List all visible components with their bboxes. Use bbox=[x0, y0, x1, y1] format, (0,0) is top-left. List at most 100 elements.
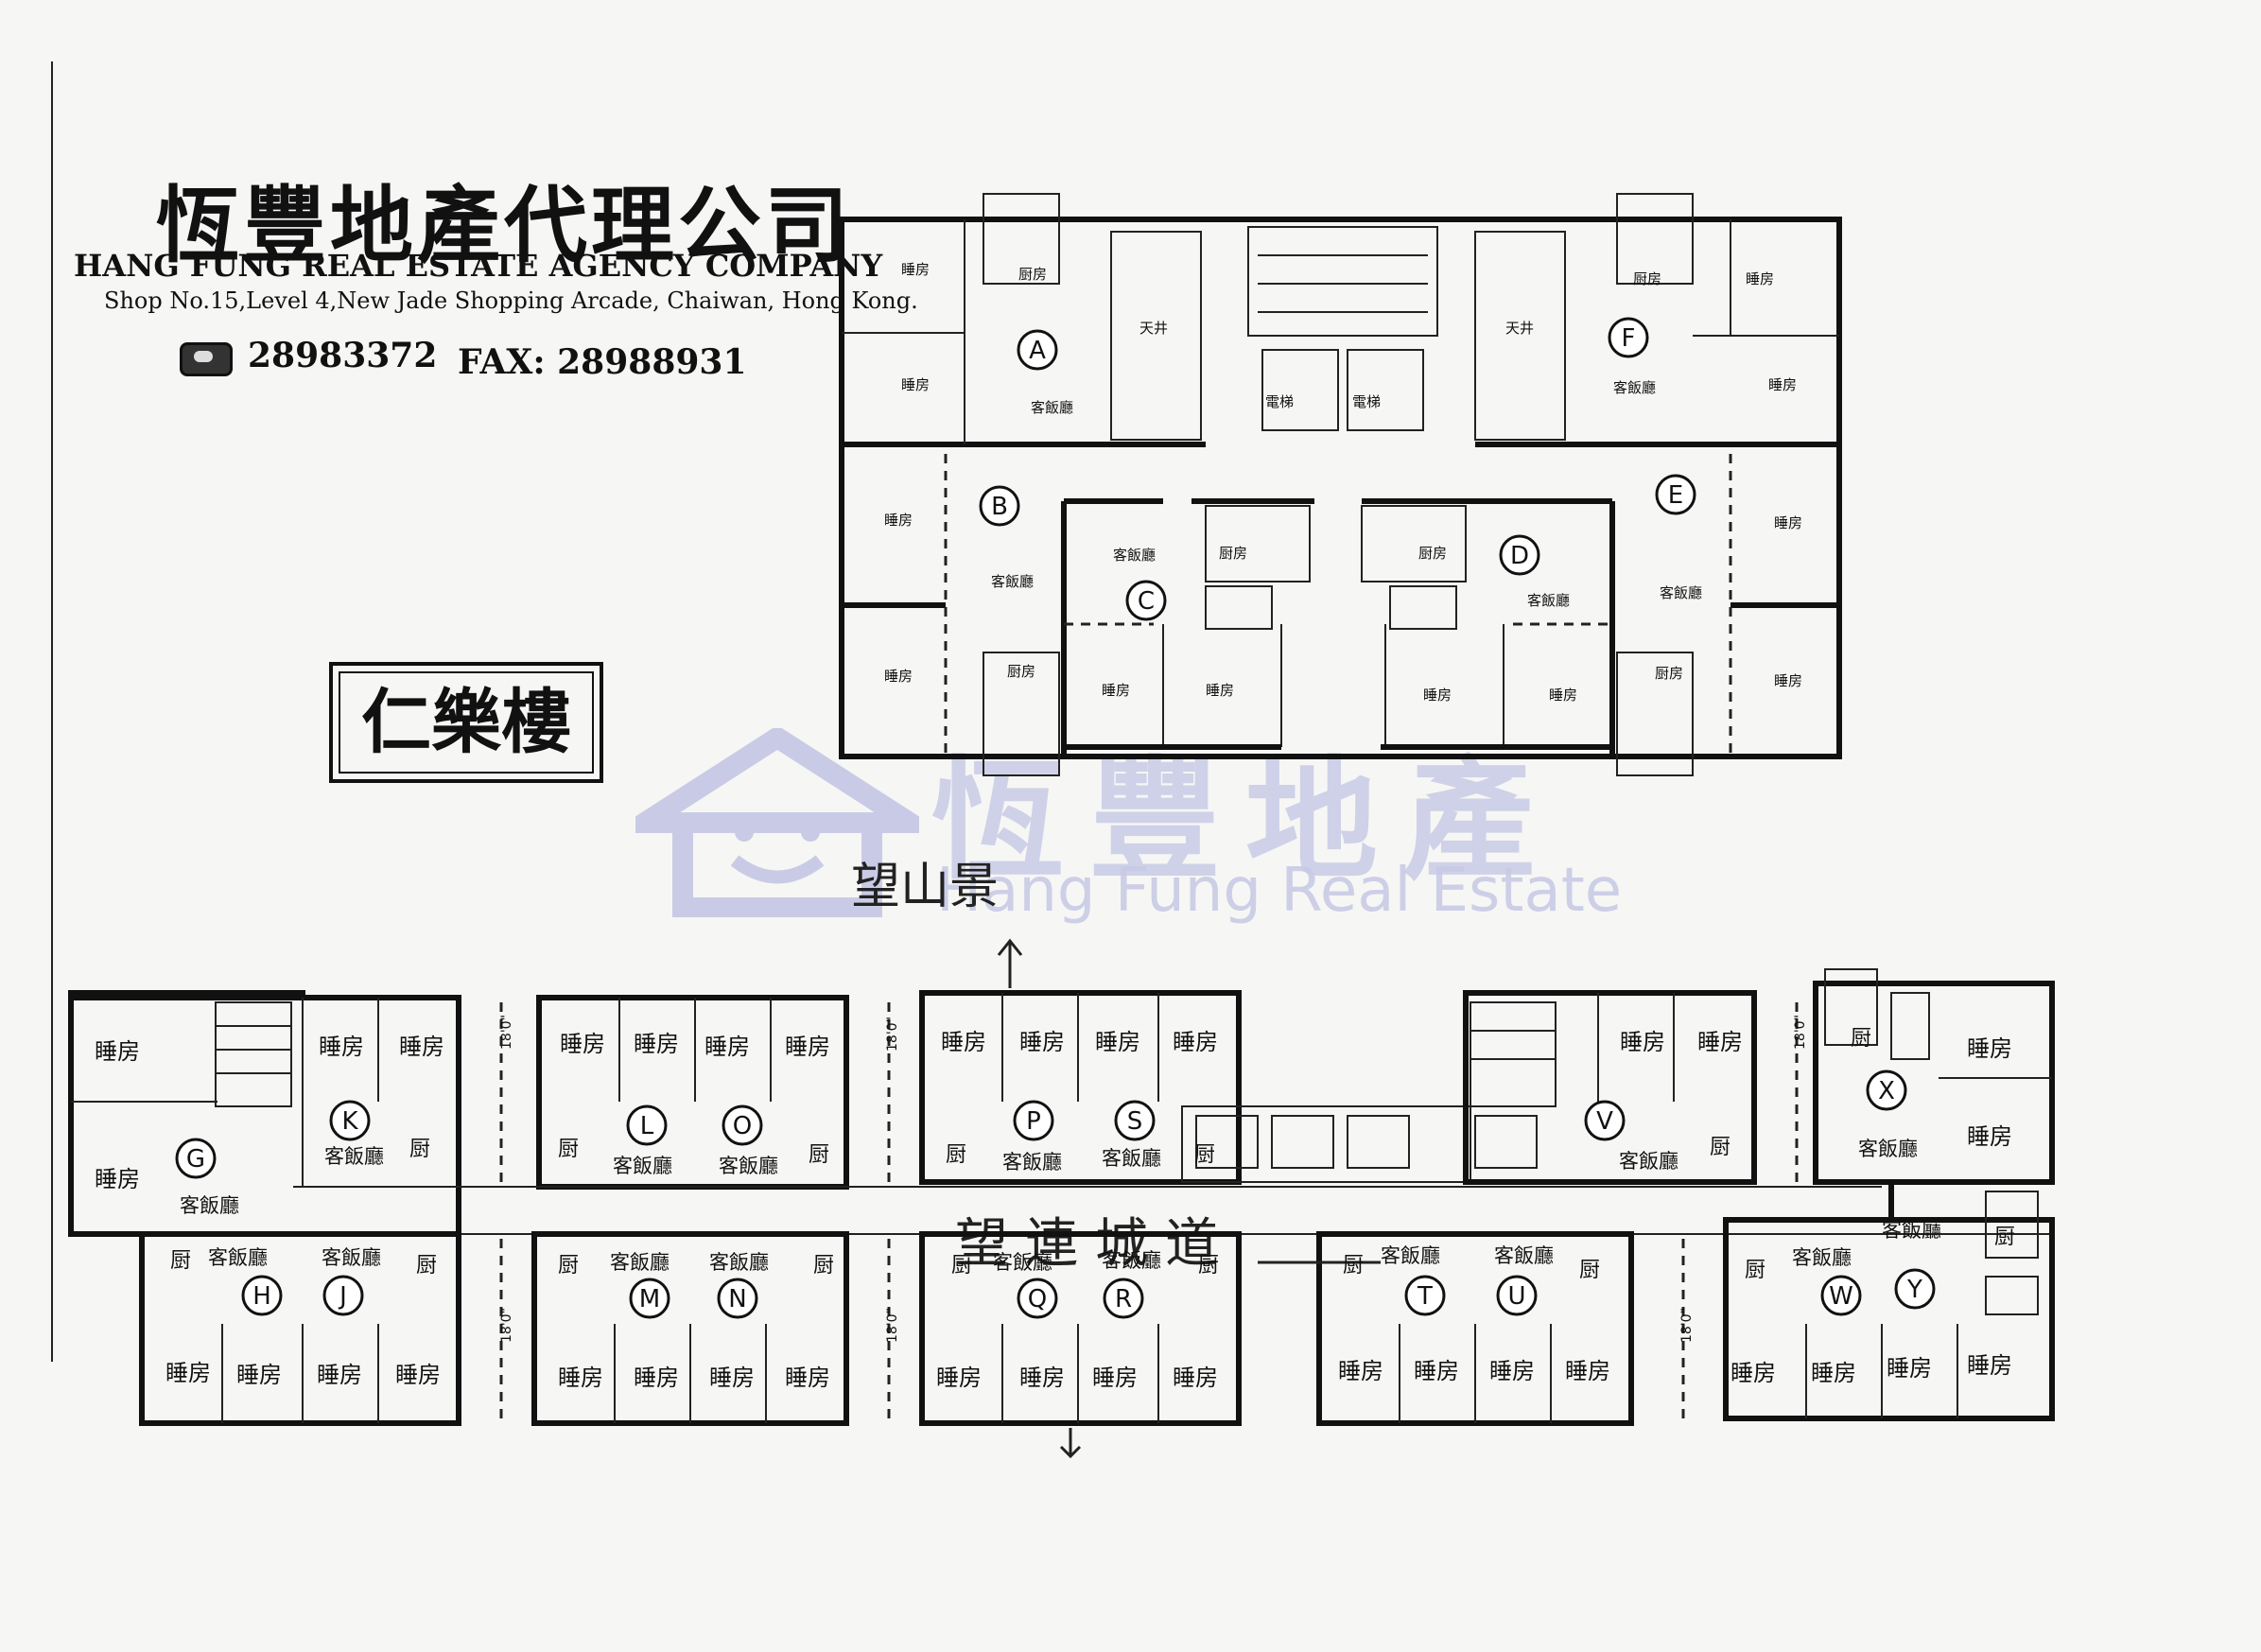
arrow-down-icon-head bbox=[1059, 1445, 1082, 1459]
wing-outline-5 bbox=[1813, 981, 2055, 1185]
unit-marker-f bbox=[1608, 317, 1649, 358]
unit-letter-g: G bbox=[186, 1145, 205, 1174]
lightwell-label: 天井 bbox=[1505, 320, 1534, 337]
bedroom-label: 睡房 bbox=[236, 1362, 282, 1388]
living-room-label: 客飯廳 bbox=[719, 1155, 778, 1177]
unit-marker-j bbox=[322, 1275, 364, 1316]
unit-letter-y: Y bbox=[1906, 1276, 1922, 1304]
unit-marker-y bbox=[1894, 1268, 1936, 1310]
unit-letter-r: R bbox=[1115, 1285, 1132, 1313]
living-room-label: 客飯廳 bbox=[613, 1155, 672, 1177]
bedroom-label: 睡房 bbox=[165, 1360, 211, 1386]
lift bbox=[1195, 1115, 1259, 1169]
kitchen-x bbox=[1824, 968, 1878, 1046]
kitchen-label: 厨 bbox=[1194, 1143, 1215, 1167]
living-room-label: 客飯廳 bbox=[1381, 1244, 1440, 1267]
bedroom-label: 睡房 bbox=[95, 1166, 140, 1192]
living-room-label: 客飯廳 bbox=[1527, 592, 1570, 609]
kitchen-label: 厨房 bbox=[1018, 266, 1047, 283]
watermark-chinese: 恆豐地產 bbox=[931, 744, 1560, 898]
bedroom-label: 睡房 bbox=[704, 1034, 750, 1060]
bedroom-label: 睡房 bbox=[1092, 1365, 1138, 1391]
bedroom-label: 睡房 bbox=[1173, 1365, 1218, 1391]
company-name-english: HANG FUNG REAL ESTATE AGENCY COMPANY bbox=[74, 248, 883, 284]
living-room-label: 客飯廳 bbox=[1792, 1246, 1852, 1269]
unit-marker-a bbox=[1017, 329, 1058, 371]
building-name-frame bbox=[329, 662, 603, 783]
bedroom-label: 睡房 bbox=[395, 1362, 441, 1388]
bedroom-label: 睡房 bbox=[319, 1034, 364, 1060]
dimension-label: 18'0" bbox=[1793, 1015, 1808, 1050]
kitchen-label: 厨房 bbox=[1655, 665, 1683, 682]
lift bbox=[1347, 1115, 1410, 1169]
bedroom-label: 睡房 bbox=[1731, 1360, 1776, 1386]
living-room-label: 客飯廳 bbox=[1619, 1150, 1678, 1173]
unit-marker-x bbox=[1866, 1069, 1907, 1111]
kitchen-label: 厨 bbox=[558, 1254, 579, 1278]
wing-outline-8 bbox=[919, 1231, 1242, 1426]
kitchen-label: 厨 bbox=[1710, 1136, 1731, 1159]
bathroom-a bbox=[983, 193, 1060, 285]
upper-block-outline bbox=[839, 217, 1842, 759]
telephone-number: 28983372 bbox=[248, 336, 438, 375]
bathroom-d bbox=[1389, 585, 1457, 630]
living-room-label: 客飯廳 bbox=[1102, 1249, 1161, 1272]
living-room-label: 客飯廳 bbox=[991, 573, 1034, 590]
unit-letter-k: K bbox=[341, 1107, 358, 1136]
living-room-label: 客飯廳 bbox=[1031, 399, 1073, 416]
bedroom-label: 睡房 bbox=[1095, 1029, 1140, 1055]
living-room-label: 客飯廳 bbox=[610, 1251, 670, 1274]
bathtub-x bbox=[1890, 992, 1930, 1060]
unit-marker-u bbox=[1496, 1275, 1538, 1316]
arrow-up-icon-head bbox=[997, 938, 1023, 956]
bedroom-label: 睡房 bbox=[709, 1365, 755, 1391]
living-room-label: 客飯廳 bbox=[1494, 1244, 1554, 1267]
bathroom-c bbox=[1205, 585, 1273, 630]
kitchen-c bbox=[1205, 505, 1311, 583]
unit-marker-h bbox=[241, 1275, 283, 1316]
bedroom-label: 睡房 bbox=[634, 1031, 679, 1057]
kitchen-label: 厨 bbox=[416, 1254, 437, 1278]
lift-label: 電梯 bbox=[1352, 393, 1381, 410]
unit-letter-v: V bbox=[1596, 1107, 1613, 1136]
bedroom-label: 睡房 bbox=[1811, 1360, 1856, 1386]
dimension-label: 18'0" bbox=[499, 1015, 514, 1050]
unit-letter-b: B bbox=[991, 493, 1008, 521]
unit-marker-c bbox=[1125, 580, 1167, 621]
room-dividers-top bbox=[71, 993, 2052, 1187]
bedroom-label: 睡房 bbox=[1620, 1029, 1665, 1055]
lightwell-label: 天井 bbox=[1139, 320, 1168, 337]
living-room-label: 客飯廳 bbox=[324, 1145, 384, 1168]
living-room-label: 客飯廳 bbox=[180, 1194, 239, 1217]
bedroom-label: 睡房 bbox=[1338, 1358, 1383, 1384]
lift-lobby bbox=[1181, 1105, 1471, 1183]
bedroom-label: 睡房 bbox=[1774, 672, 1802, 689]
bedroom-label: 睡房 bbox=[1774, 514, 1802, 531]
unit-marker-s bbox=[1114, 1100, 1156, 1141]
room-dividers-bottom bbox=[221, 1324, 1958, 1423]
bedroom-label: 睡房 bbox=[1768, 376, 1797, 393]
bedroom-label: 睡房 bbox=[1967, 1352, 2012, 1379]
unit-marker-k bbox=[329, 1100, 371, 1141]
unit-marker-b bbox=[979, 485, 1020, 527]
unit-marker-n bbox=[717, 1278, 758, 1319]
bedroom-label: 睡房 bbox=[1423, 687, 1452, 704]
bathroom-b bbox=[983, 652, 1060, 776]
living-room-label: 客飯廳 bbox=[1660, 584, 1702, 601]
bedroom-label: 睡房 bbox=[1697, 1029, 1743, 1055]
unit-marker-p bbox=[1013, 1100, 1054, 1141]
bedroom-label: 睡房 bbox=[1019, 1365, 1065, 1391]
bedroom-label: 睡房 bbox=[634, 1365, 679, 1391]
bedroom-label: 睡房 bbox=[1549, 687, 1577, 704]
unit-letter-a: A bbox=[1029, 337, 1046, 365]
kitchen-y bbox=[1985, 1191, 2039, 1259]
bedroom-label: 睡房 bbox=[1565, 1358, 1610, 1384]
bedroom-label: 睡房 bbox=[941, 1029, 986, 1055]
living-room-label: 客飯廳 bbox=[1002, 1151, 1062, 1174]
bedroom-label: 睡房 bbox=[1746, 270, 1774, 287]
lightwell-a bbox=[1110, 231, 1202, 441]
dimension-label: 18'0" bbox=[499, 1308, 514, 1343]
wing-outline-3 bbox=[919, 990, 1242, 1185]
